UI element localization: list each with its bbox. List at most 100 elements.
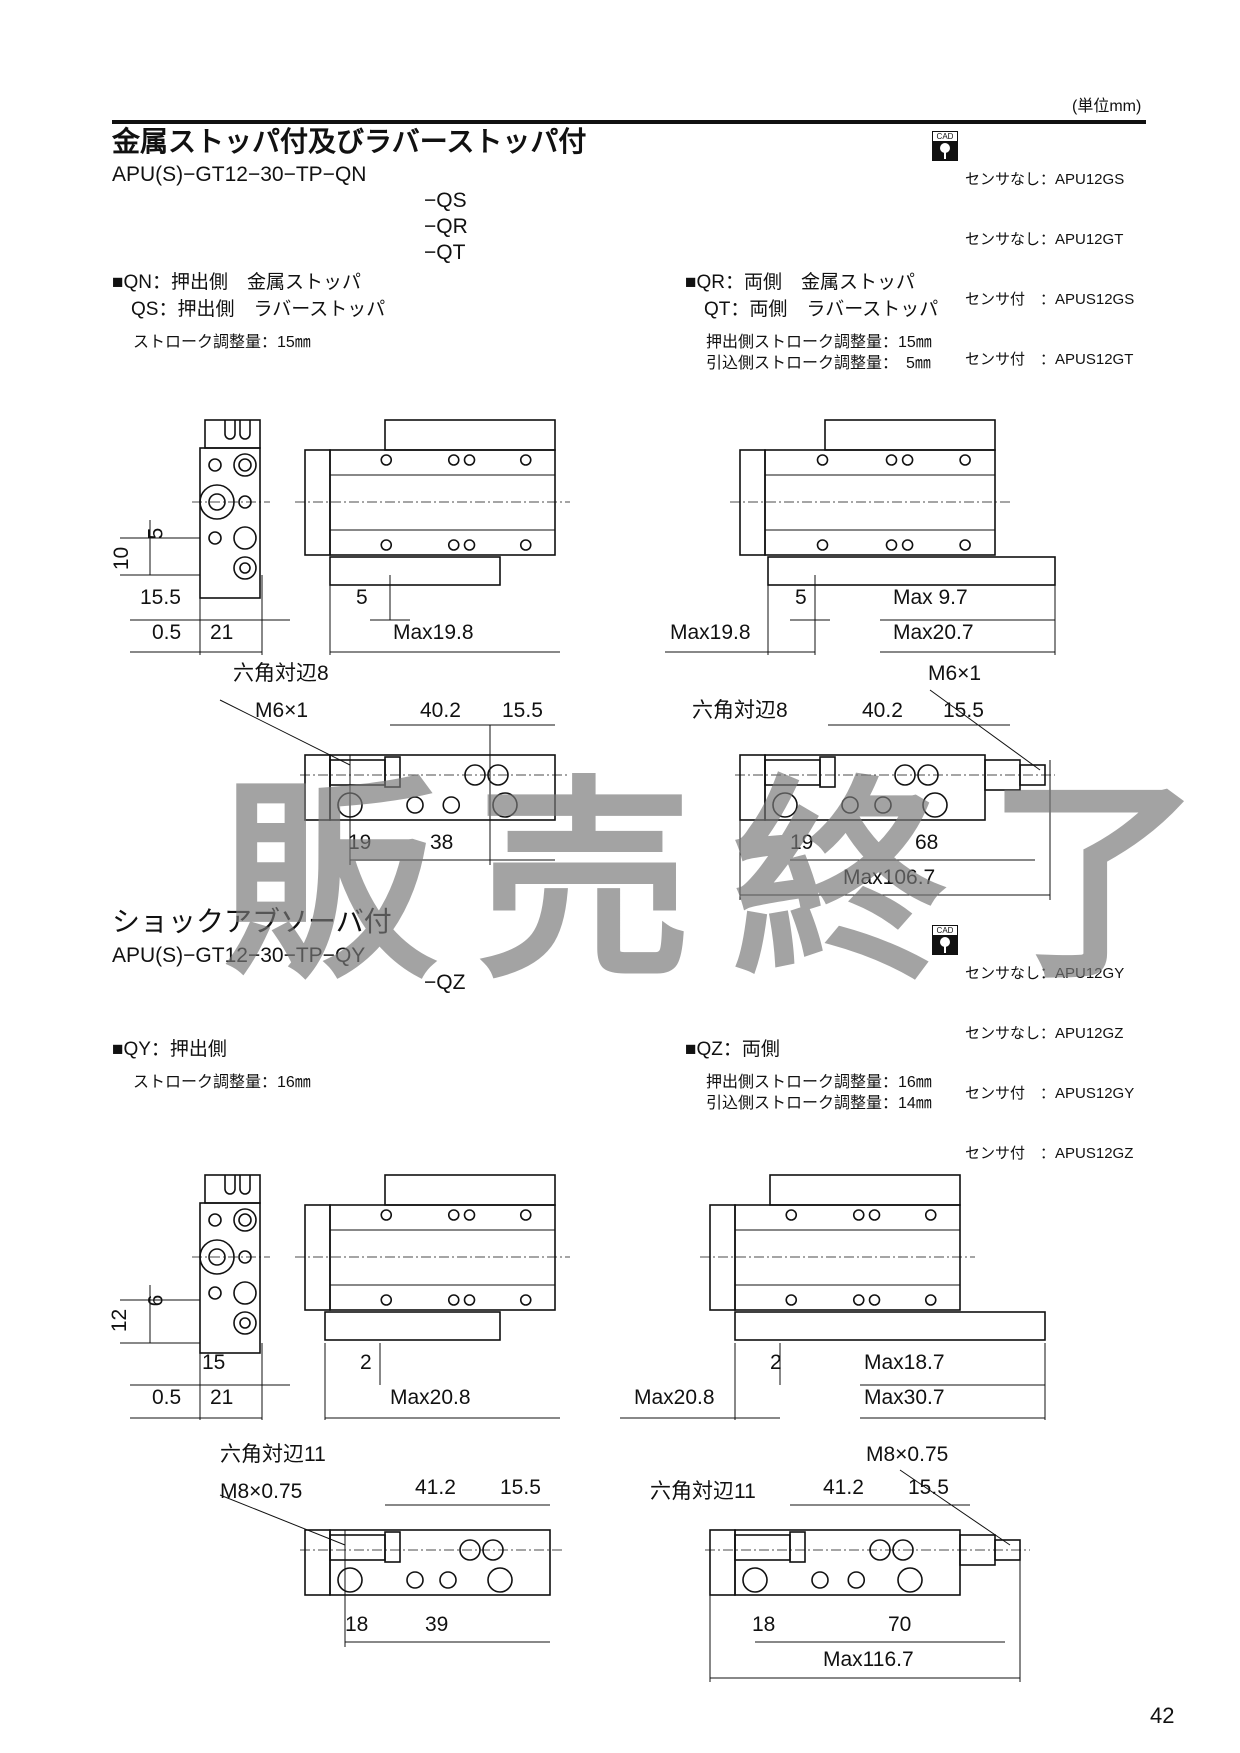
cad-model[interactable]: センサ付 ：APUS12GZ (965, 1145, 1134, 1162)
stopper-rail (329, 556, 501, 586)
dimension-line (219, 699, 351, 766)
hole (380, 454, 393, 466)
table-plate (384, 1174, 556, 1206)
hole (885, 539, 898, 551)
page-number: 42 (1150, 1703, 1175, 1728)
stroke-adjust-push: 押出側ストローク調整量：15㎜ (706, 334, 932, 351)
cad-model[interactable]: センサなし：APU12GT (965, 231, 1124, 248)
hole (901, 539, 914, 551)
dim-0-5: 0.5 (152, 1386, 182, 1409)
stroke-adjust-pull: 引込側ストローク調整量： 5㎜ (706, 355, 931, 372)
dim-max-30-7: Max30.7 (864, 1386, 945, 1409)
section1-variant: −QS (424, 189, 467, 212)
dimension-line (929, 689, 1041, 771)
dimension-line (899, 1469, 1011, 1546)
dim-15-5: 15.5 (943, 699, 984, 722)
dim-40-2: 40.2 (862, 699, 903, 722)
cad-model[interactable]: センサなし：APU12GZ (965, 1025, 1124, 1042)
dim-15-5: 15.5 (500, 1476, 541, 1499)
hole (811, 1571, 829, 1589)
hole (959, 539, 971, 551)
section2-title: ショックアブソーバ付 (112, 906, 392, 937)
hole (208, 531, 222, 545)
hole (897, 1567, 923, 1593)
cad-model[interactable]: センサ付 ：APUS12GS (965, 291, 1135, 308)
hole (785, 1294, 798, 1306)
cad-model-list: センサなし：APU12GY センサなし：APU12GZ センサ付 ：APUS12… (965, 924, 1134, 1184)
dim-19: 19 (348, 831, 372, 854)
bracket-notch (224, 420, 251, 440)
hole (922, 792, 948, 818)
stroke-adjust: ストローク調整量：16㎜ (133, 1074, 311, 1091)
hole (868, 1294, 881, 1306)
hole (487, 1567, 513, 1593)
section1-variant: −QR (424, 215, 468, 238)
spec-qz: ■QZ：両側 (685, 1039, 780, 1060)
cylinder-body (764, 449, 996, 556)
hole (463, 539, 476, 551)
dimension-line (219, 1494, 346, 1546)
hole (380, 1294, 393, 1306)
dim-38: 38 (430, 831, 454, 854)
hole (852, 1294, 865, 1306)
cad-model[interactable]: センサなし：APU12GY (965, 965, 1125, 982)
thread-label: M6×1 (255, 699, 309, 722)
hole (463, 1294, 476, 1306)
cad-model[interactable]: センサ付 ：APUS12GY (965, 1085, 1135, 1102)
hole (841, 796, 859, 814)
hole (233, 526, 257, 550)
dim-stroke-2: 2 (360, 1351, 372, 1374)
cylinder-end (739, 449, 766, 556)
thread-label: M8×0.75 (866, 1443, 949, 1466)
cylinder-end (304, 449, 331, 556)
hole (406, 796, 424, 814)
dim-19: 19 (790, 831, 814, 854)
header-rule (112, 120, 1146, 124)
cad-icon-label: CAD (933, 926, 957, 935)
stroke-adjust-push: 押出側ストローク調整量：16㎜ (706, 1074, 932, 1091)
hex-label: 六角対辺11 (650, 1480, 756, 1503)
hex-nut (789, 1531, 806, 1563)
thread-label: M8×0.75 (220, 1480, 303, 1503)
hole (847, 1571, 866, 1589)
cad-model[interactable]: センサなし：APU12GS (965, 171, 1125, 188)
spec-qn: ■QN：押出側 金属ストッパ (112, 272, 361, 293)
stroke-adjust-pull: 引込側ストローク調整量：14㎜ (706, 1095, 932, 1112)
side-bracket (204, 1174, 261, 1204)
spec-qs: QS：押出側 ラバーストッパ (112, 299, 386, 320)
hex-nut (819, 756, 836, 788)
hex-label: 六角対辺11 (220, 1443, 326, 1466)
hole (233, 556, 257, 580)
hole (239, 562, 251, 574)
dim-max-20-7: Max20.7 (893, 621, 974, 644)
hole (874, 796, 892, 814)
dim-max-18-7: Max18.7 (864, 1351, 945, 1374)
hole (380, 539, 393, 551)
dim-10: 10 (110, 546, 134, 571)
side-body (199, 447, 261, 599)
dim-70: 70 (888, 1613, 912, 1636)
cylinder-body (329, 1204, 556, 1311)
dim-15-5: 15.5 (140, 586, 181, 609)
section2-model: APU(S)−GT12−30−TP−QY (112, 944, 366, 967)
hole (238, 458, 252, 472)
hole (337, 1567, 363, 1593)
cad-model[interactable]: センサ付 ：APUS12GT (965, 351, 1134, 368)
dim-max-19-8: Max19.8 (670, 621, 751, 644)
dim-max-19-8: Max19.8 (393, 621, 474, 644)
cad-icon[interactable]: CAD (932, 131, 958, 161)
hole (742, 1567, 768, 1593)
dim-12: 12 (108, 1308, 132, 1333)
body-bottom (734, 1529, 961, 1596)
body-end (304, 1529, 331, 1596)
dim-15-5: 15.5 (502, 699, 543, 722)
hex-nut (384, 756, 401, 788)
stopper-bolt (329, 1534, 386, 1561)
hole (233, 1208, 257, 1232)
hole (463, 454, 476, 466)
hole (233, 1311, 257, 1335)
dim-stroke-5: 5 (795, 586, 807, 609)
cad-icon[interactable]: CAD (932, 925, 958, 955)
stopper-bolt (734, 1534, 791, 1561)
section1-model: APU(S)−GT12−30−TP−QN (112, 163, 367, 186)
